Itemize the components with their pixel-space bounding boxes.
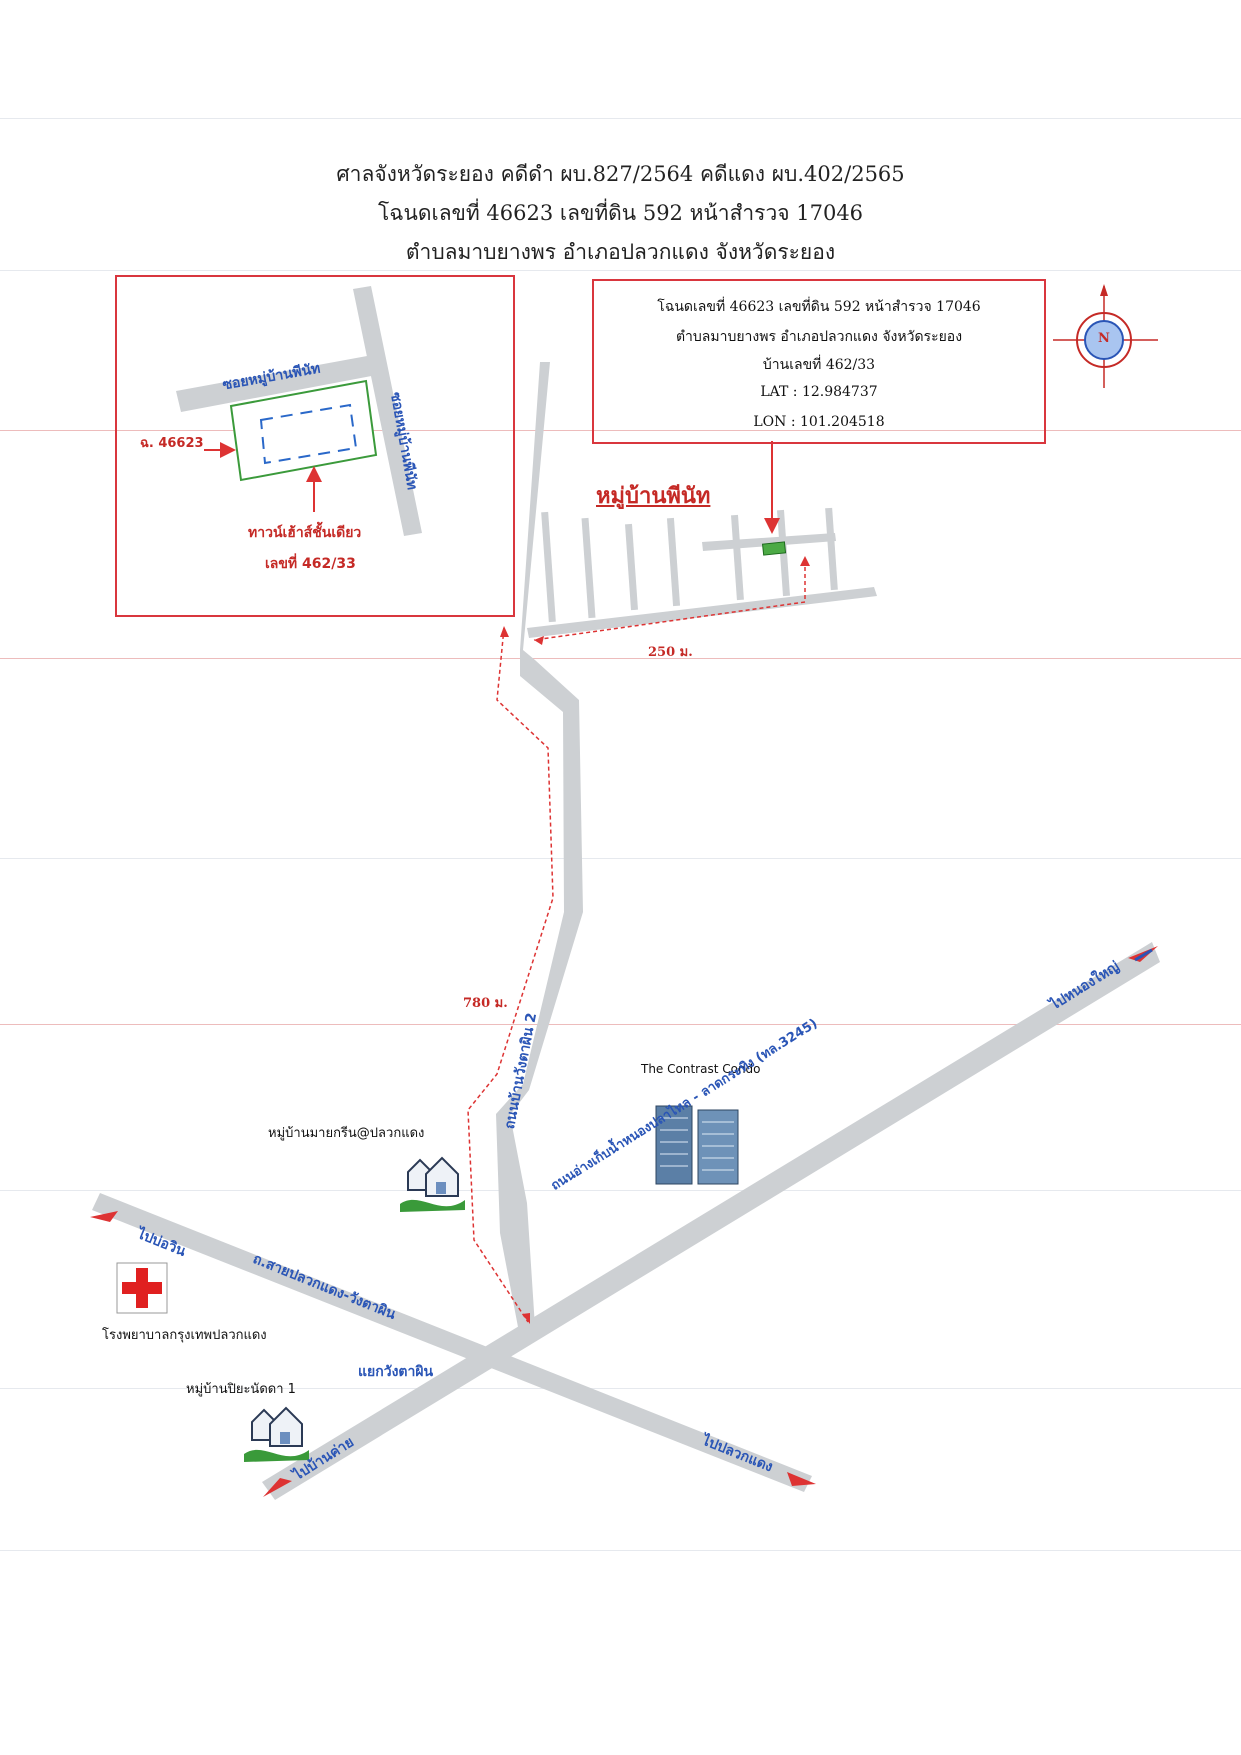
junction-label: แยกวังตาผิน <box>358 1364 434 1380</box>
paper-line <box>0 858 1241 859</box>
condo-building-icon <box>655 1105 739 1185</box>
direction-arrows <box>90 946 1158 1497</box>
inset-road-right <box>353 286 422 536</box>
road-village-access <box>527 507 877 638</box>
compass-icon <box>1053 284 1158 388</box>
road-nong-pla-lai <box>262 942 1160 1500</box>
compass-north-label: N <box>1098 331 1110 346</box>
info-longitude: LON : 101.204518 <box>753 414 885 430</box>
info-box: โฉนดเลขที่ 46623 เลขที่ดิน 592 หน้าสำรวจ… <box>592 279 1046 444</box>
paper-line <box>0 658 1241 659</box>
village-title: หมู่บ้านพีนัท <box>596 483 711 509</box>
paper-line <box>0 1388 1241 1389</box>
distance-250-label: 250 ม. <box>648 645 693 660</box>
inset-road-top <box>176 354 382 412</box>
info-house-number: บ้านเลขที่ 462/33 <box>762 357 876 373</box>
house-number-label: เลขที่ 462/33 <box>265 556 356 572</box>
paper-line <box>0 1024 1241 1025</box>
parcel-number-label: ฉ. 46623 <box>140 436 204 451</box>
road-sai-pluak-daeng <box>92 1193 812 1492</box>
header-deed-line: โฉนดเลขที่ 46623 เลขที่ดิน 592 หน้าสำรวจ… <box>377 201 864 225</box>
condo-label: The Contrast Condo <box>641 1062 761 1076</box>
paper-line <box>0 270 1241 271</box>
inset-map-frame <box>115 275 515 617</box>
house-type-label: ทาวน์เฮ้าส์ชั้นเดียว <box>248 525 362 541</box>
village-my-green-label: หมู่บ้านมายกรีน@ปลวกแดง <box>268 1126 425 1141</box>
paper-line <box>0 430 1241 431</box>
paper-line <box>0 1190 1241 1191</box>
hospital-label: โรงพยาบาลกรุงเทพปลวกแดง <box>102 1328 267 1343</box>
info-location-line: ตำบลมาบยางพร อำเภอปลวกแดง จังหวัดระยอง <box>675 329 963 345</box>
target-parcel <box>761 541 787 556</box>
paper-line <box>0 118 1241 119</box>
header-location-line: ตำบลมาบยางพร อำเภอปลวกแดง จังหวัดระยอง <box>405 240 836 264</box>
village-house-icon <box>400 1156 465 1212</box>
paper-line <box>0 1550 1241 1551</box>
info-deed-line: โฉนดเลขที่ 46623 เลขที่ดิน 592 หน้าสำรวจ… <box>657 299 981 315</box>
village-piyanatda-label: หมู่บ้านปิยะนัดดา 1 <box>186 1382 296 1397</box>
distance-route-250 <box>533 556 810 645</box>
distance-780-label: 780 ม. <box>463 996 508 1011</box>
distance-route-780 <box>467 626 554 1324</box>
village-house-icon <box>244 1406 309 1462</box>
road-wang-ta-phin-2 <box>496 362 583 1327</box>
header-case-line: ศาลจังหวัดระยอง คดีดำ ผบ.827/2564 คดีแดง… <box>336 162 905 186</box>
house-outline <box>259 403 358 465</box>
hospital-icon <box>116 1262 168 1314</box>
info-latitude: LAT : 12.984737 <box>760 384 878 400</box>
